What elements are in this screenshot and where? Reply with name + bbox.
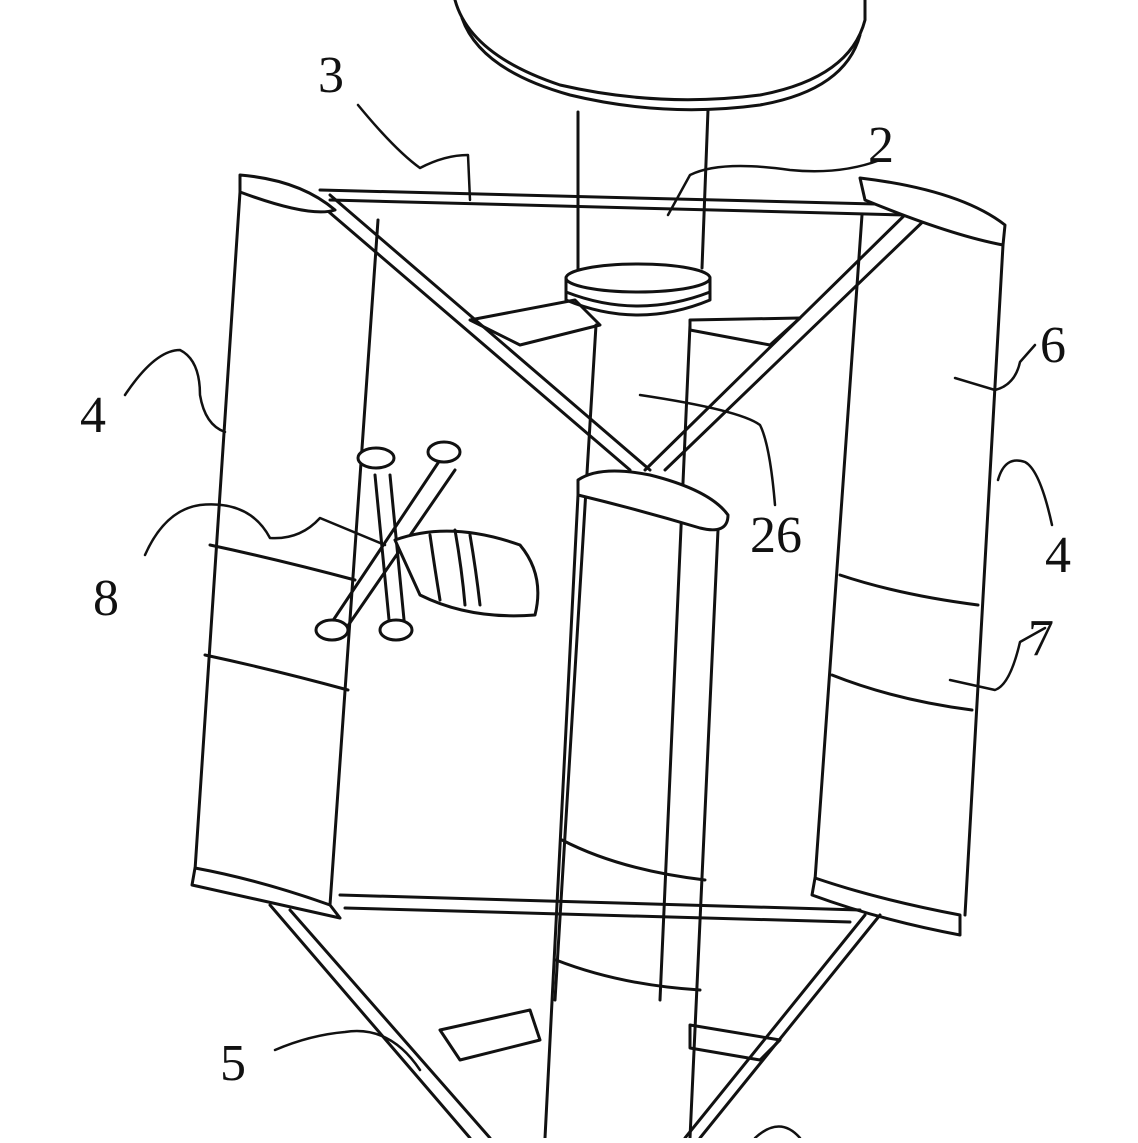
label-5: 5	[220, 1035, 246, 1092]
blade-left	[190, 173, 380, 920]
central-shaft	[576, 108, 710, 272]
blade-right	[810, 176, 1007, 937]
reference-numerals: 3 2 4 6 4 7 8 26 5	[80, 47, 1071, 1092]
lower-frame	[268, 893, 882, 1140]
label-2: 2	[868, 117, 894, 174]
leader-lines	[123, 103, 1054, 1140]
upper-frame	[313, 188, 937, 472]
blade-front	[543, 469, 730, 1140]
label-4-left: 4	[80, 387, 106, 444]
label-26: 26	[750, 507, 802, 564]
top-cap	[453, 0, 867, 112]
label-4-right: 4	[1045, 527, 1071, 584]
lower-shaft	[553, 323, 692, 1002]
spoke-device	[314, 440, 540, 642]
hub-collar	[564, 262, 712, 317]
label-3: 3	[318, 47, 344, 104]
label-8: 8	[93, 570, 119, 627]
label-6: 6	[1040, 317, 1066, 374]
label-7: 7	[1028, 610, 1054, 667]
